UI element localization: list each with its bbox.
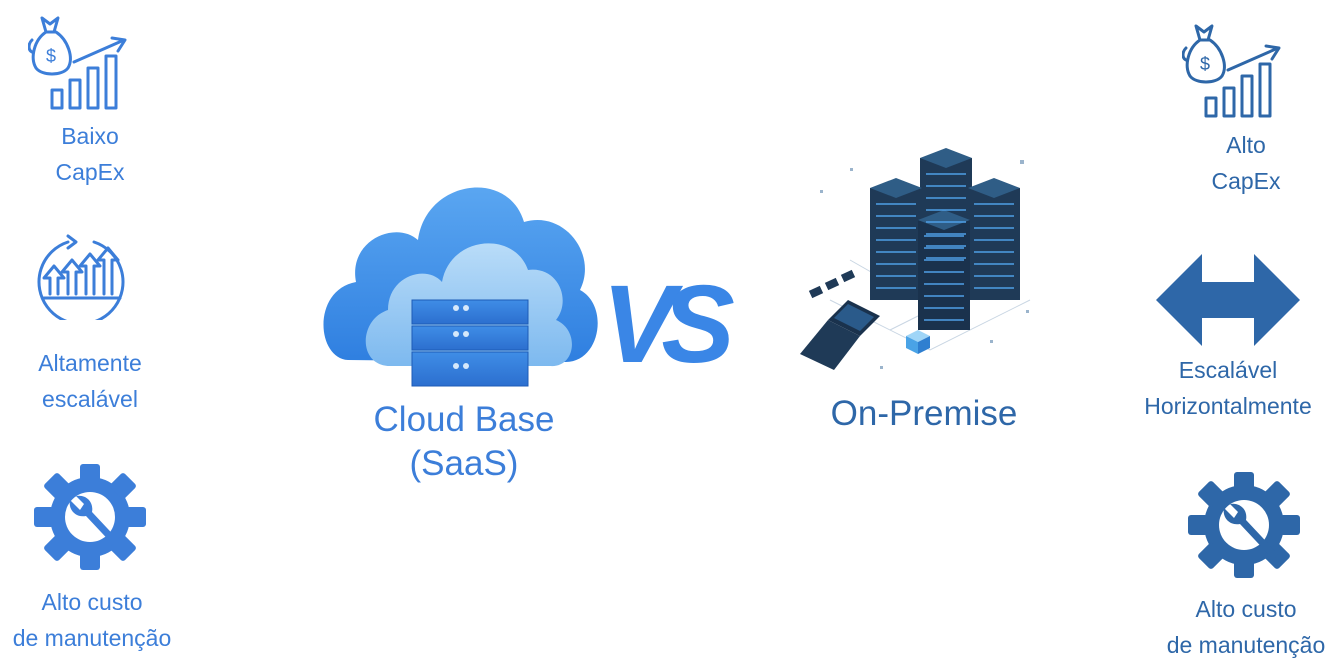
left-capex-label: Baixo CapEx	[30, 118, 150, 190]
svg-text:$: $	[1200, 54, 1210, 74]
vs-text: VS	[602, 266, 734, 386]
left-scalability-line2: escalável	[42, 386, 138, 412]
right-maintenance-line1: Alto custo	[1195, 596, 1297, 622]
right-capex-line2: CapEx	[1211, 168, 1281, 194]
left-scalability-label: Altamente escalável	[30, 345, 150, 417]
right-maintenance-icon	[1184, 466, 1304, 584]
right-scalability-line1: Escalável	[1178, 357, 1278, 383]
right-capex-line1: Alto	[1226, 132, 1266, 158]
left-maintenance-line1: Alto custo	[41, 589, 143, 615]
left-maintenance-label: Alto custo de manutenção	[0, 584, 184, 656]
svg-text:$: $	[46, 46, 56, 66]
vs-badge: VS	[598, 266, 748, 386]
left-maintenance-icon	[30, 458, 150, 576]
left-capex-line1: Baixo	[61, 123, 119, 149]
on-premise-title: On-Premise	[830, 394, 1018, 433]
right-scalability-line2: Horizontalmente	[1144, 393, 1312, 419]
right-capex-icon: $	[1182, 18, 1290, 122]
right-maintenance-line2: de manutenção	[1166, 632, 1326, 658]
left-capex-line2: CapEx	[55, 159, 125, 185]
right-capex-label: Alto CapEx	[1186, 127, 1306, 199]
left-capex-icon: $	[28, 10, 136, 114]
left-maintenance-line2: de manutenção	[12, 625, 172, 651]
left-scalability-icon	[30, 232, 136, 320]
cloud-title-line2: (SaaS)	[409, 444, 519, 483]
right-scalability-label: Escalável Horizontalmente	[1126, 352, 1330, 424]
on-premise-server-illustration	[790, 140, 1040, 385]
right-horizontal-arrow-icon	[1156, 254, 1300, 346]
right-maintenance-label: Alto custo de manutenção	[1154, 591, 1338, 663]
left-scalability-line1: Altamente	[38, 350, 142, 376]
cloud-title-line1: Cloud Base	[373, 400, 555, 439]
cloud-title: Cloud Base (SaaS)	[346, 398, 582, 486]
cloud-server-illustration	[318, 170, 598, 390]
